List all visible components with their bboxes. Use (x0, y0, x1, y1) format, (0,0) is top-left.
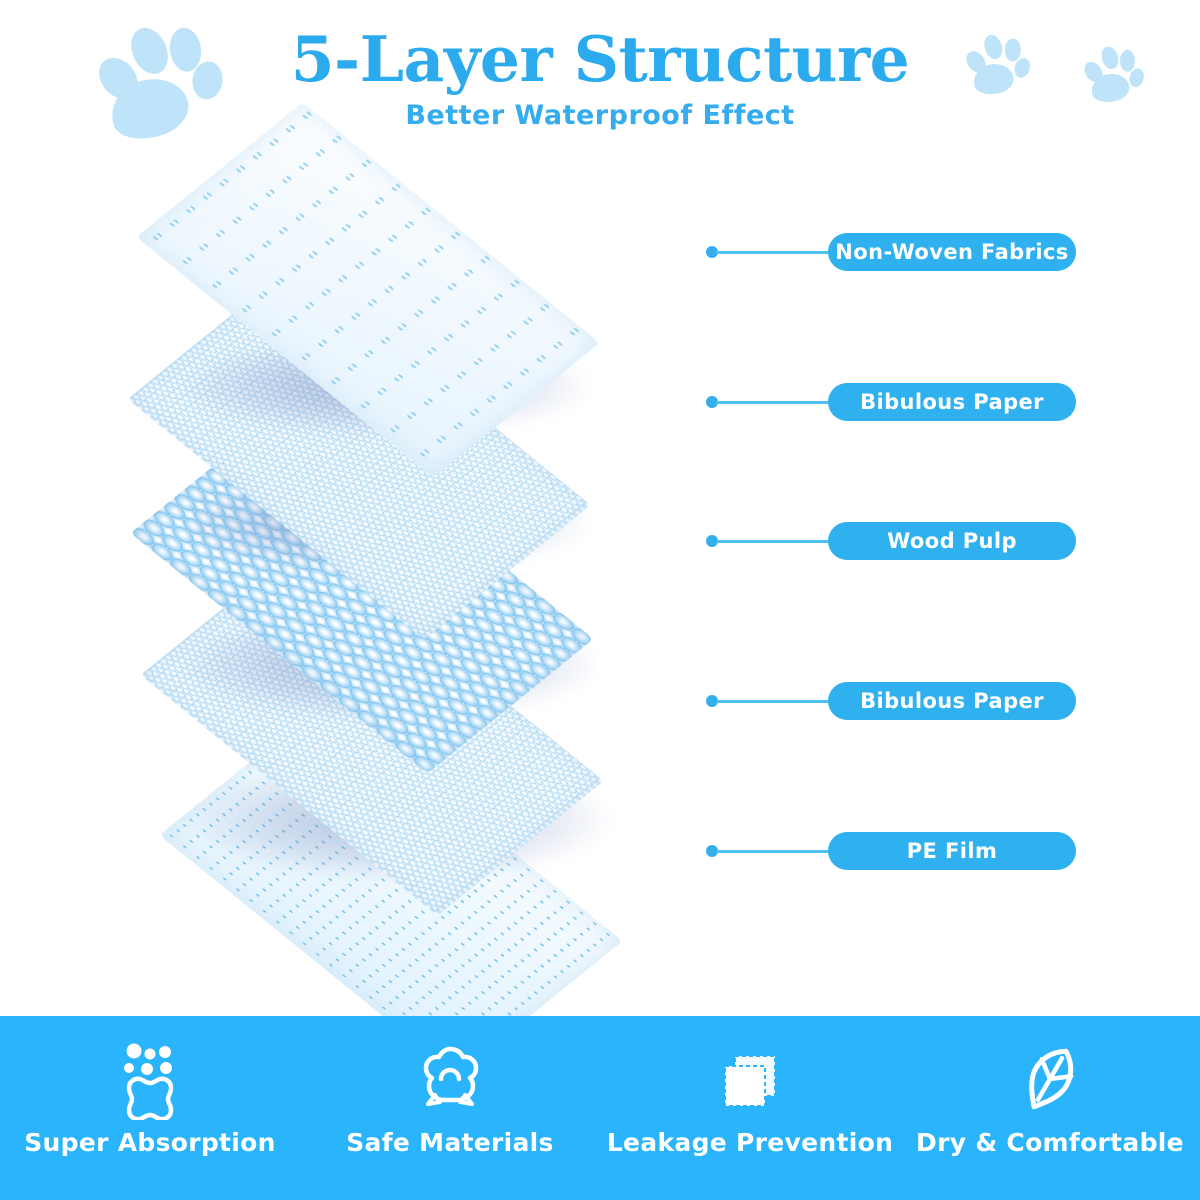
callout-dot-icon (706, 396, 718, 408)
page-subtitle: Better Waterproof Effect (405, 100, 795, 131)
feature-label-super-absorption: Super Absorption (24, 1128, 276, 1157)
cotton-cloud-icon (409, 1038, 491, 1120)
feature-dry-comfortable: Dry & Comfortable (900, 1016, 1200, 1157)
feature-super-absorption: Super Absorption (0, 1016, 300, 1157)
callout-connector-line (716, 401, 834, 404)
callout-label-non-woven-fabrics[interactable]: Non-Woven Fabrics (828, 233, 1076, 271)
callout-connector-line (716, 540, 834, 543)
page-title: 5-Layer Structure (290, 22, 910, 96)
callout-dot-icon (706, 845, 718, 857)
callout-connector-line (716, 251, 834, 254)
layer-stack-illustration (0, 0, 700, 1076)
layer-non-woven-fabrics (118, 102, 618, 478)
callout-dot-icon (706, 246, 718, 258)
sponge-bubbles-icon (109, 1038, 191, 1120)
callout-label-wood-pulp[interactable]: Wood Pulp (828, 522, 1076, 560)
leaf-icon (1009, 1038, 1091, 1120)
feature-bar: Super Absorption Safe Materials (0, 1016, 1200, 1200)
feature-label-leakage-prevention: Leakage Prevention (606, 1128, 894, 1157)
callout-label-pe-film[interactable]: PE Film (828, 832, 1076, 870)
non-woven-texture (136, 102, 600, 478)
callout-label-bibulous-paper-upper[interactable]: Bibulous Paper (828, 383, 1076, 421)
stacked-pads-icon (709, 1038, 791, 1120)
feature-label-dry-comfortable: Dry & Comfortable (916, 1128, 1184, 1157)
feature-label-safe-materials: Safe Materials (346, 1128, 554, 1157)
layer-sheet-non-woven (136, 102, 600, 478)
callout-connector-line (716, 850, 834, 853)
callout-dot-icon (706, 535, 718, 547)
feature-safe-materials: Safe Materials (300, 1016, 600, 1157)
callout-dot-icon (706, 695, 718, 707)
callout-connector-line (716, 700, 834, 703)
callout-label-bibulous-paper-lower[interactable]: Bibulous Paper (828, 682, 1076, 720)
feature-leakage-prevention: Leakage Prevention (600, 1016, 900, 1157)
